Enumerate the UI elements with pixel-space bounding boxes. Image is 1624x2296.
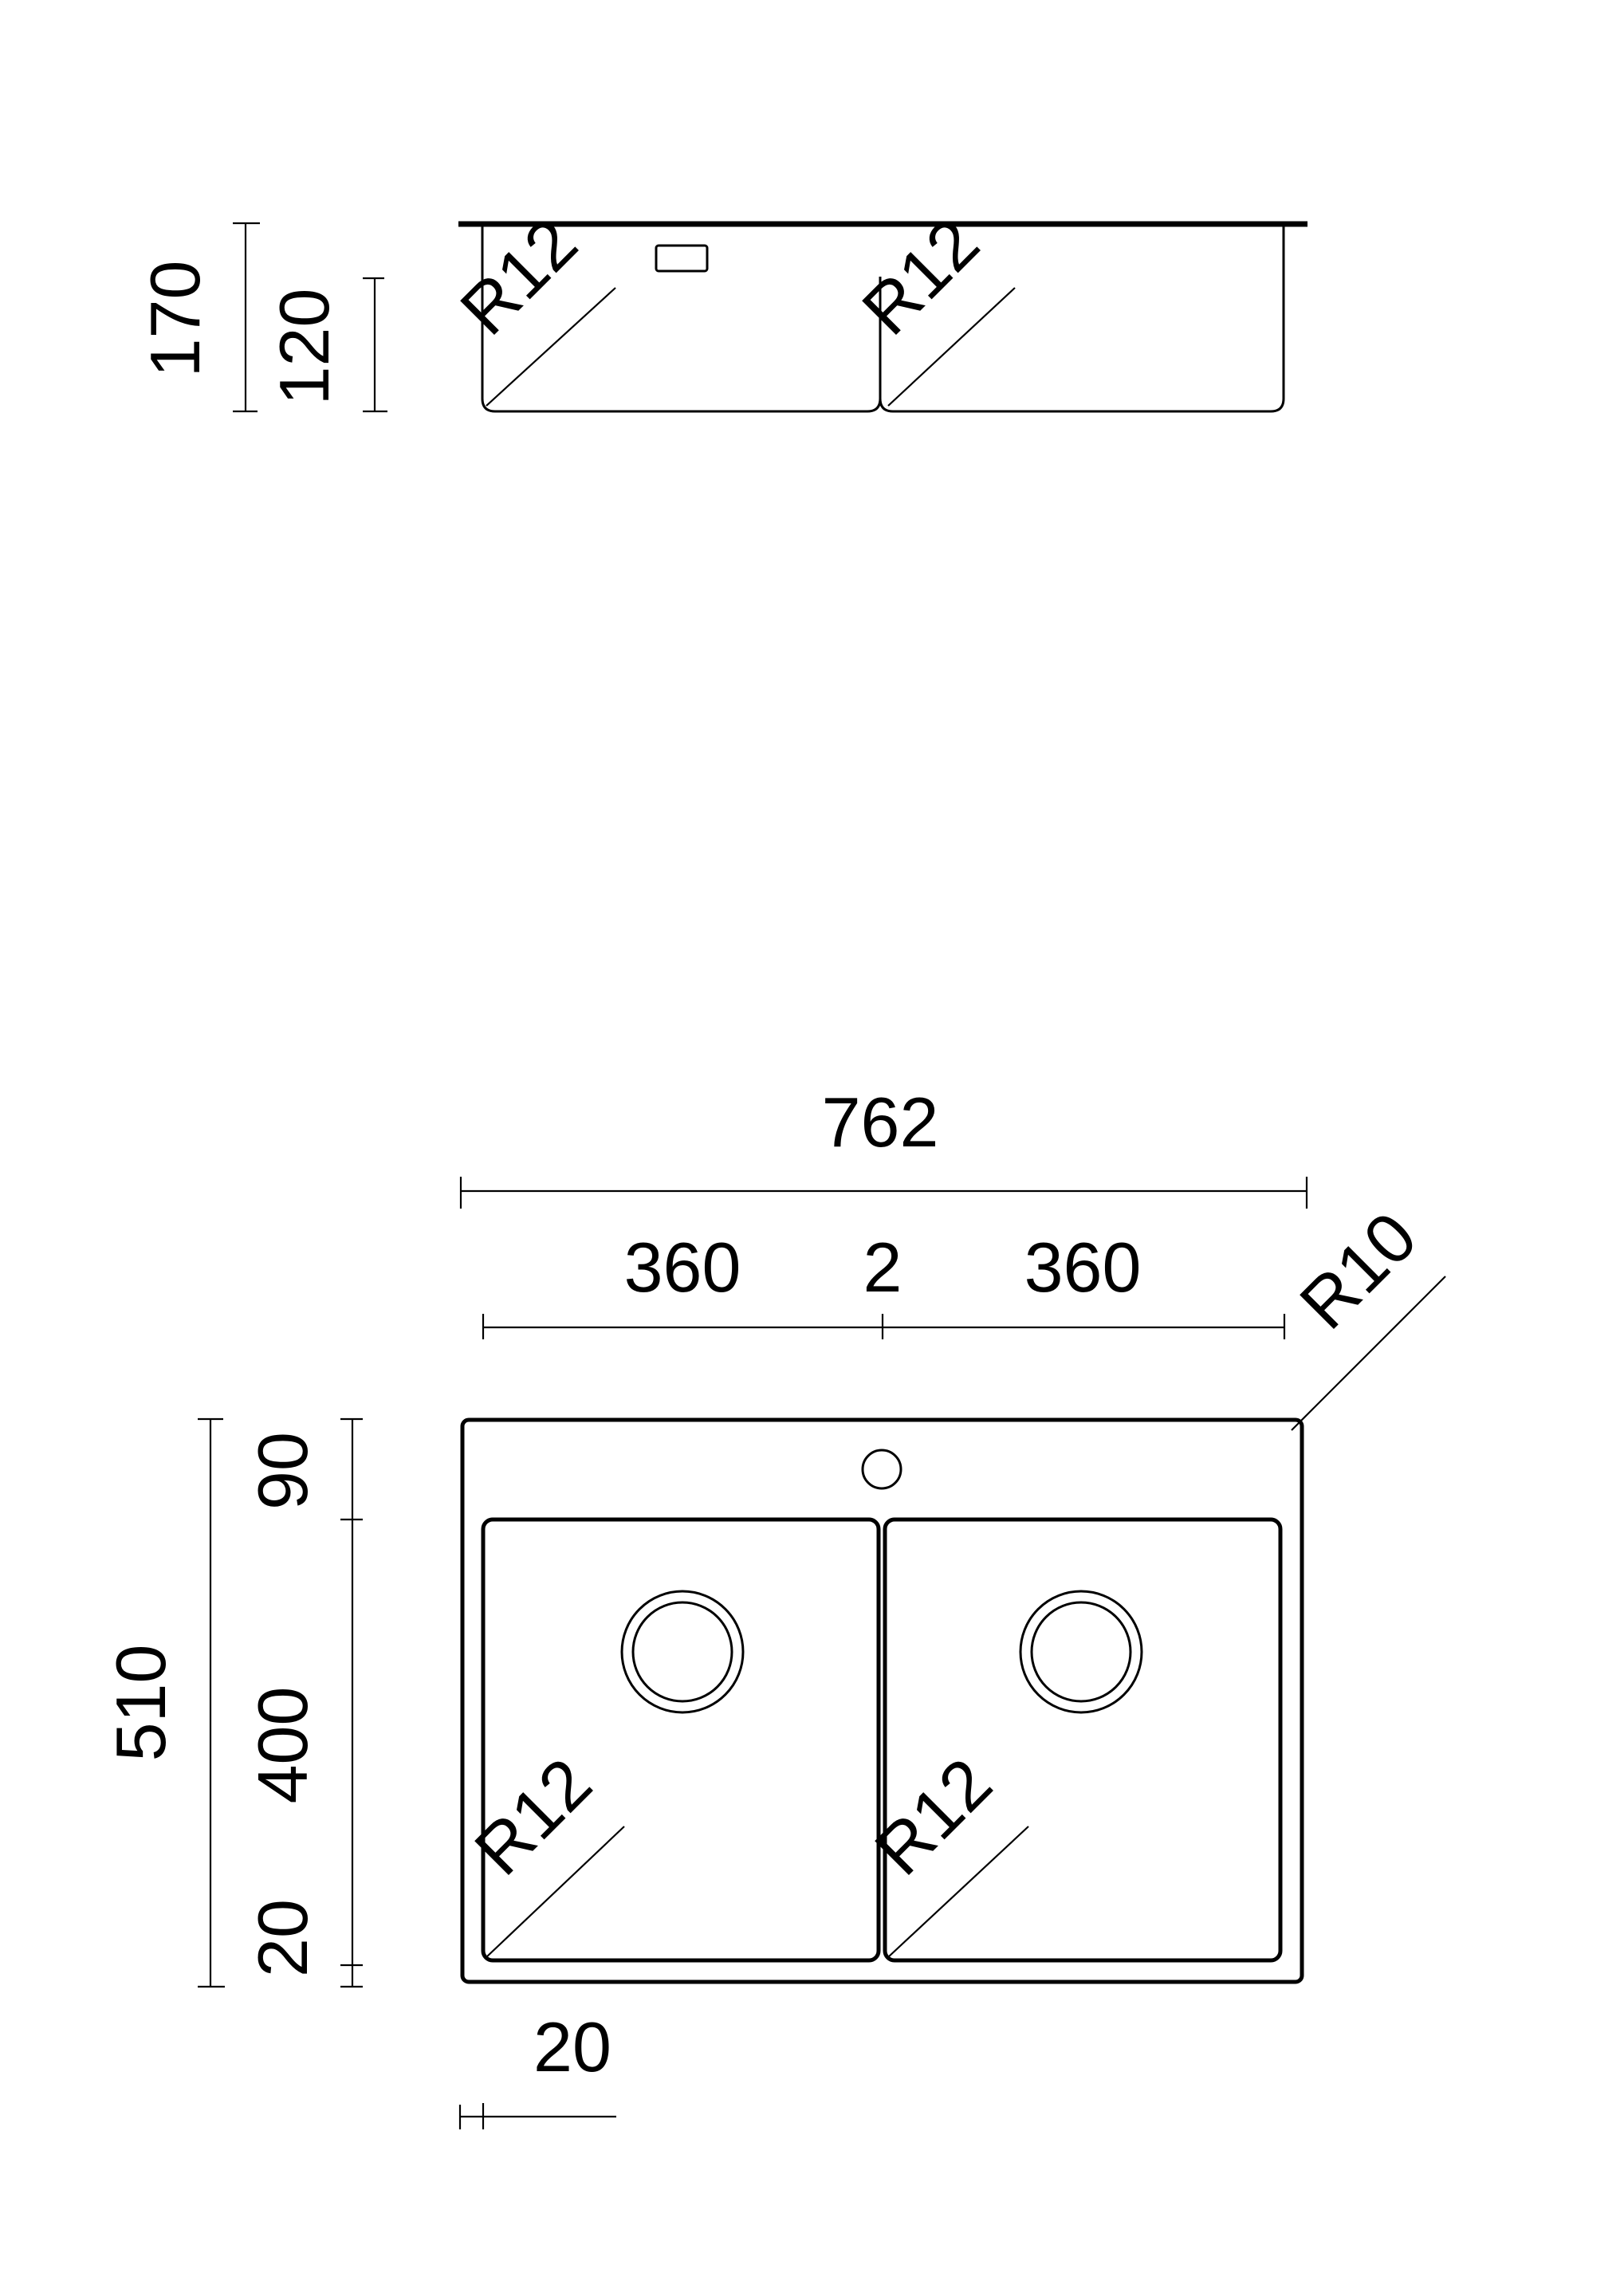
radius-leader-top-right [887, 1826, 1029, 1958]
radius-leader-left [486, 287, 616, 407]
dimension-label-510: 510 [101, 1645, 180, 1762]
radius-leader-outer [1291, 1276, 1446, 1431]
dimension-label-20-side: 20 [533, 2007, 611, 2086]
dimension-label-762: 762 [822, 1083, 939, 1162]
tap-hole [861, 1449, 902, 1490]
dimension-label-360-left: 360 [624, 1228, 741, 1307]
dimension-label-120: 120 [265, 289, 344, 406]
dimension-label-2: 2 [863, 1228, 902, 1307]
side-view-right-bowl [879, 226, 1285, 413]
dimension-label-170: 170 [136, 261, 214, 378]
dimension-side-rim: 20 [458, 2007, 616, 2129]
sink-outer-frame [460, 1417, 1304, 1984]
dimension-bowl-widths: 360 2 360 [482, 1228, 1286, 1339]
dimension-overall-width: 762 [459, 1083, 1308, 1209]
radius-label-outer: R10 [1284, 1197, 1431, 1343]
right-bowl [883, 1517, 1283, 1963]
radius-leader-top-left [486, 1826, 625, 1958]
top-view: R12 R12 R10 762 360 2 360 510 [101, 1083, 1446, 2129]
dimension-label-90: 90 [243, 1432, 322, 1510]
dimension-total-height: 170 [136, 222, 260, 413]
radius-leader-right [887, 287, 1016, 407]
dimension-label-400: 400 [243, 1687, 322, 1804]
right-drain-outer [1019, 1590, 1143, 1714]
dimension-label-20-front: 20 [243, 1899, 322, 1977]
dimension-bowl-depth-side: 120 [265, 277, 387, 413]
side-view-left-bowl [481, 226, 882, 413]
side-view: R12 R12 170 120 [136, 202, 1307, 413]
dimension-overall-depth: 510 [101, 1417, 225, 1988]
dimension-depth-breakdown: 90 400 20 [243, 1417, 363, 1988]
dimension-label-360-right: 360 [1024, 1228, 1142, 1307]
right-drain-inner [1030, 1601, 1132, 1703]
left-drain-inner [631, 1601, 733, 1703]
overflow-slot [655, 244, 709, 273]
left-drain-outer [620, 1590, 745, 1714]
left-bowl [481, 1517, 881, 1963]
